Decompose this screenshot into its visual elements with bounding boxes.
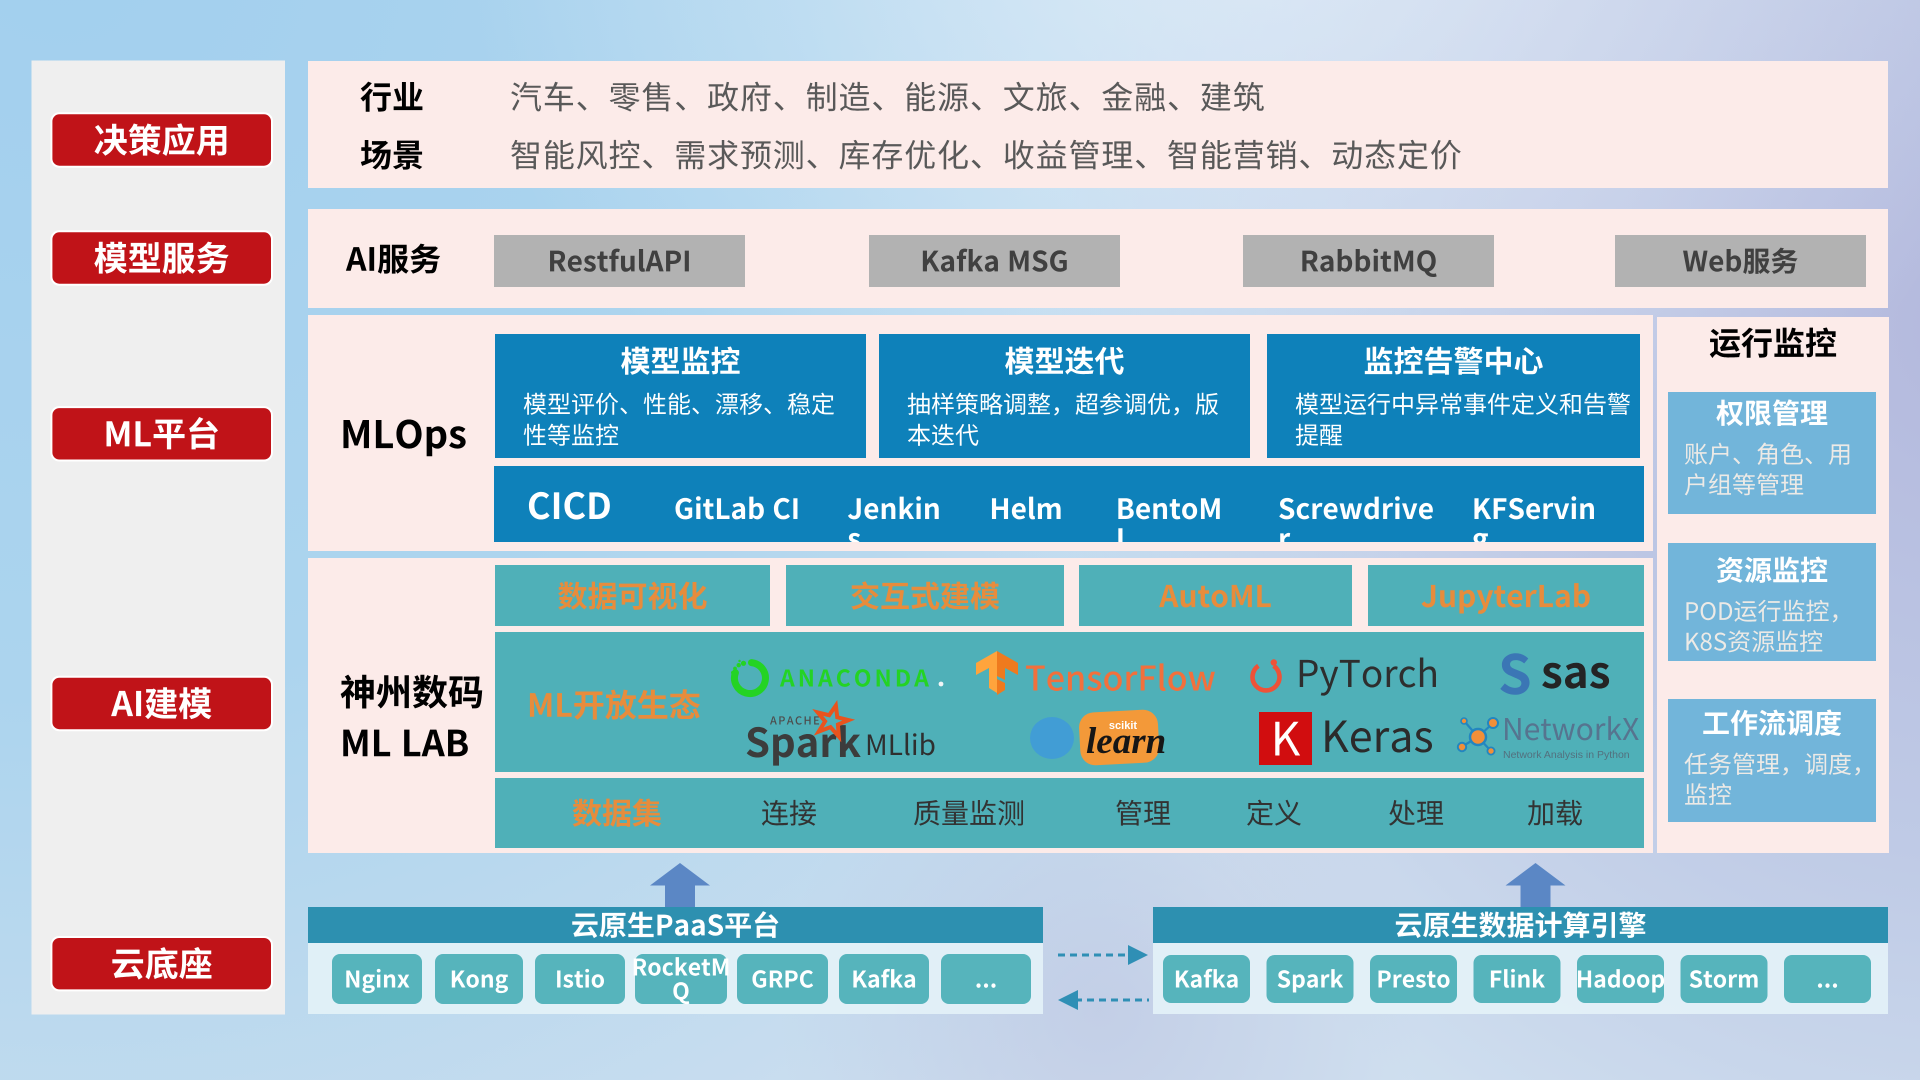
svg-text:scikit: scikit xyxy=(1109,720,1137,732)
svg-text:learn: learn xyxy=(1086,721,1166,762)
svg-text:Network Analysis in Python: Network Analysis in Python xyxy=(1503,749,1630,761)
